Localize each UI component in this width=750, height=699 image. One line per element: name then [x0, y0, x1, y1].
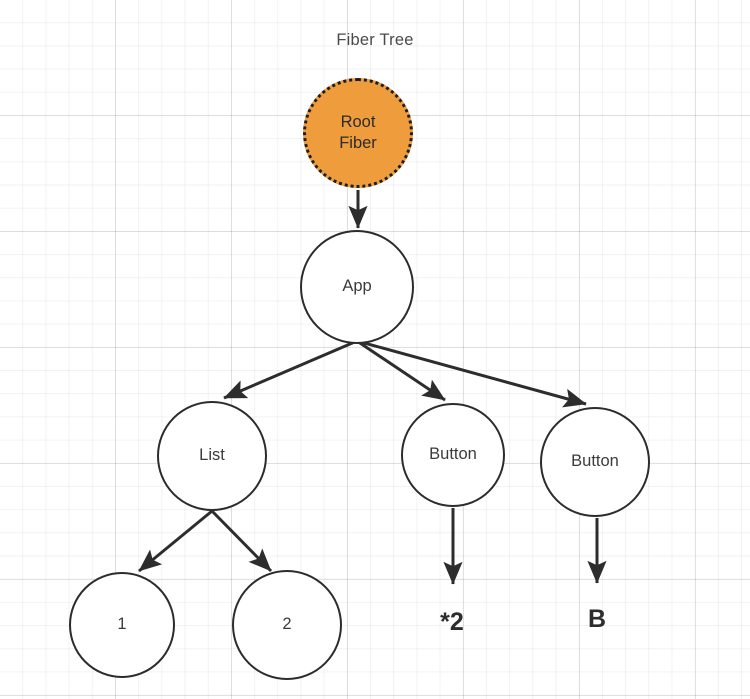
node-item2-label: 2 — [282, 615, 292, 634]
edge-app-to-list — [223, 339, 358, 400]
node-item2[interactable]: 2 — [232, 570, 342, 680]
node-app-label: App — [342, 277, 372, 296]
node-list-label: List — [199, 446, 225, 465]
edge-list-to-item1 — [138, 509, 213, 573]
node-item1[interactable]: 1 — [69, 572, 175, 678]
node-root[interactable]: Root Fiber — [303, 78, 413, 188]
node-button2-label: Button — [571, 452, 619, 471]
node-app[interactable]: App — [300, 230, 414, 344]
node-button2[interactable]: Button — [540, 407, 650, 517]
node-root-label: Root Fiber — [339, 112, 377, 152]
text-label-b: B — [587, 605, 607, 633]
text-label-star2: *2 — [440, 608, 464, 636]
node-item1-label: 1 — [117, 615, 127, 634]
edge-app-to-button1 — [356, 339, 446, 402]
edge-list-to-item2 — [210, 509, 273, 573]
node-list[interactable]: List — [157, 401, 267, 511]
diagram-title: Fiber Tree — [336, 31, 414, 49]
node-button1-label: Button — [429, 445, 477, 464]
edge-app-to-button2 — [356, 339, 587, 408]
node-button1[interactable]: Button — [401, 403, 505, 507]
